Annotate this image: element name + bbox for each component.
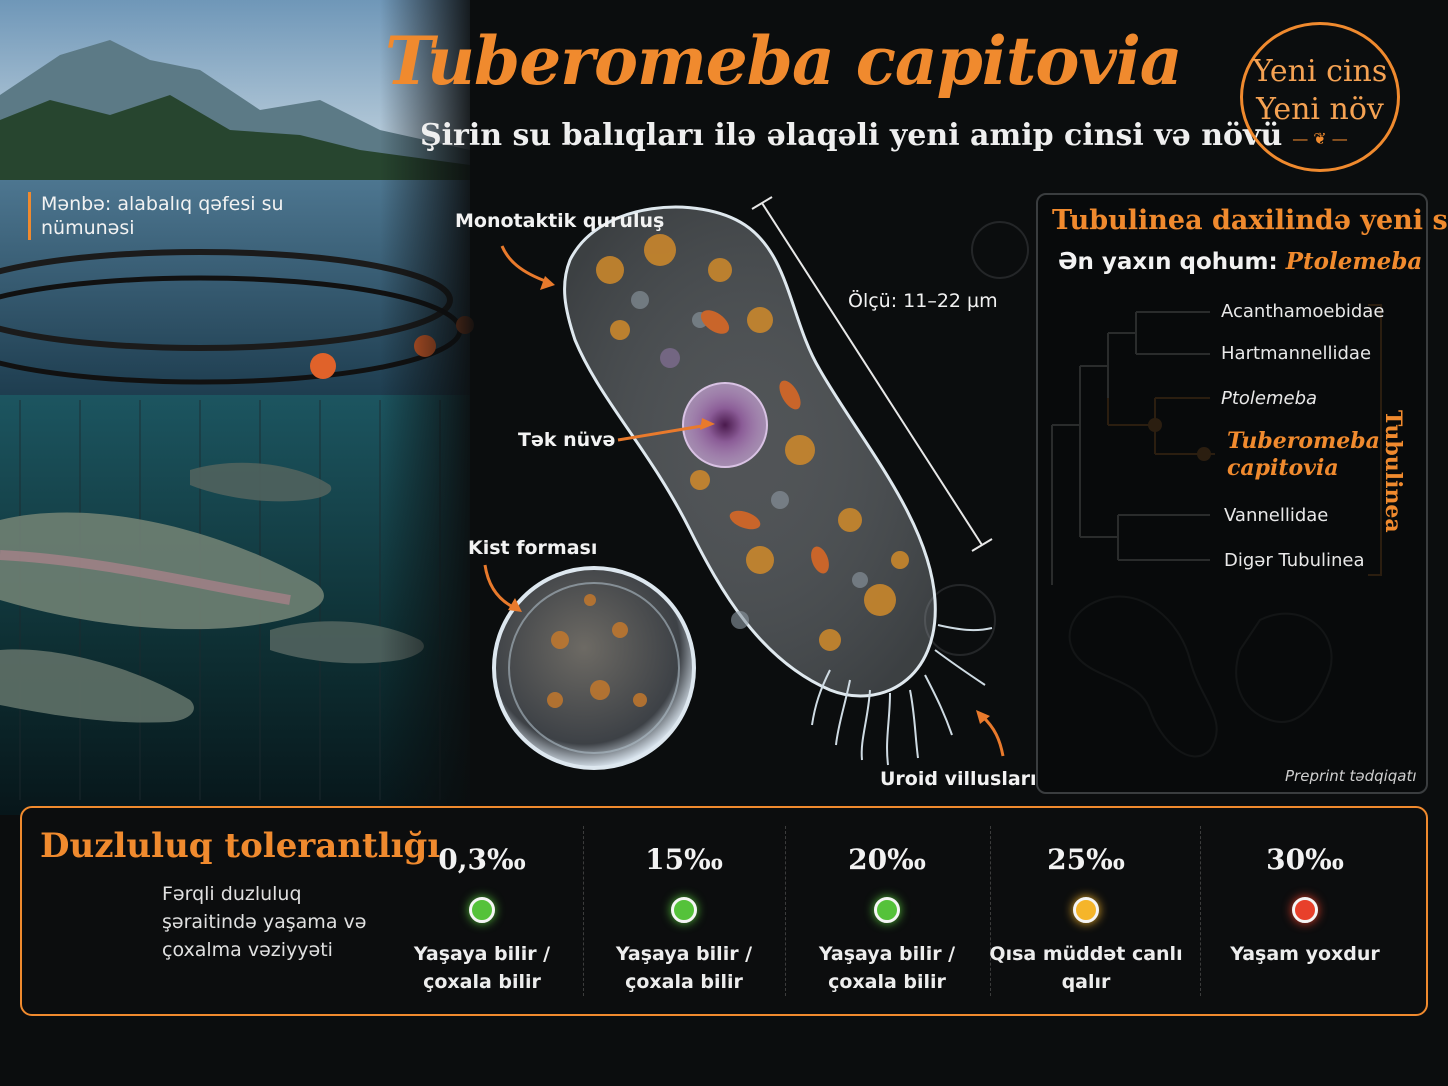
phylogeny-panel (1036, 193, 1428, 794)
badge-line1: Yeni cins (1252, 54, 1388, 89)
badge-line2: Yeni növ (1256, 92, 1384, 127)
salinity-status: Yaşaya bilir / çoxala bilir (615, 943, 753, 993)
salinity-status: Yaşaya bilir / çoxala bilir (818, 943, 956, 993)
salinity-value: 0,3‰ (438, 843, 526, 876)
salinity-status: Yaşam yoxdur (1230, 943, 1380, 965)
salinity-panel (20, 806, 1428, 1016)
divider (990, 826, 991, 996)
divider (1200, 826, 1201, 996)
taxon-acanthamoebidae: Acanthamoebidae (1221, 301, 1385, 322)
divider (785, 826, 786, 996)
salinity-level-value: 30‰ (1205, 843, 1405, 876)
salinity-marker (1292, 897, 1318, 923)
salinity-level-status: Yaşam yoxdur (1205, 940, 1405, 968)
cyst-label: Kist forması (468, 537, 598, 559)
taxon-hartmannellidae: Hartmannellidae (1221, 343, 1372, 364)
uroid-label: Uroid villusları (880, 768, 1037, 790)
salinity-value: 20‰ (848, 843, 926, 876)
salinity-value: 30‰ (1266, 843, 1344, 876)
salinity-marker (469, 897, 495, 923)
salinity-level-value: 20‰ (787, 843, 987, 876)
salinity-marker (874, 897, 900, 923)
divider (583, 826, 584, 996)
preprint-note: Preprint tədqiqatı (1285, 767, 1417, 785)
taxon-tuberomeba-species: capitovia (1227, 455, 1339, 481)
phylogeny-title: Tubulinea daxilində yeni soy (1052, 205, 1448, 236)
salinity-level-value: 15‰ (584, 843, 784, 876)
salinity-status: Qısa müddət canlı qalır (989, 943, 1183, 993)
source-label: Mənbə: alabalıq qəfesi su nümunəsi (28, 192, 291, 240)
new-genus-badge: Yeni cins Yeni növ — ❦ — (1240, 22, 1400, 172)
leaf-icon: — ❦ — (1292, 129, 1348, 148)
taxon-other-tubulinea: Digər Tubulinea (1224, 550, 1365, 571)
salinity-status: Yaşaya bilir / çoxala bilir (413, 943, 551, 993)
closest-relative-label: Ən yaxın qohum: (1058, 249, 1278, 275)
salinity-level-status: Yaşaya bilir / çoxala bilir (584, 940, 784, 996)
salinity-level-status: Yaşaya bilir / çoxala bilir (382, 940, 582, 996)
salinity-description: Fərqli duzluluq şəraitində yaşama və çox… (162, 883, 367, 961)
monotactic-label: Monotaktik quruluş (455, 210, 665, 232)
closest-relative-name: Ptolemeba (1285, 248, 1423, 275)
clade-label: Tubulinea (1380, 410, 1406, 533)
salinity-level-status: Yaşaya bilir / çoxala bilir (787, 940, 987, 996)
salinity-title: Duzluluq tolerantlığı (40, 826, 441, 866)
page-subtitle: Şirin su balıqları ilə əlaqəli yeni amip… (420, 118, 1283, 153)
salinity-level-value: 25‰ (986, 843, 1186, 876)
taxon-tuberomeba: Tuberomeba capitovia (1227, 428, 1380, 482)
salinity-value: 25‰ (1047, 843, 1125, 876)
nucleus-label: Tək nüvə (518, 429, 616, 451)
page-title: Tuberomeba capitovia (385, 22, 1183, 100)
salinity-marker (671, 897, 697, 923)
amoeba-illustration (563, 205, 993, 766)
taxon-ptolemeba: Ptolemeba (1221, 388, 1318, 409)
salinity-value: 15‰ (645, 843, 723, 876)
taxon-tuberomeba-genus: Tuberomeba (1227, 428, 1380, 454)
cyst-illustration (492, 566, 696, 770)
taxon-vannellidae: Vannellidae (1224, 505, 1329, 526)
salinity-marker (1073, 897, 1099, 923)
salinity-level-status: Qısa müddət canlı qalır (986, 940, 1186, 996)
salinity-level-value: 0,3‰ (382, 843, 582, 876)
size-label: Ölçü: 11–22 µm (848, 290, 998, 312)
closest-relative: Ən yaxın qohum: Ptolemeba (1058, 248, 1422, 275)
